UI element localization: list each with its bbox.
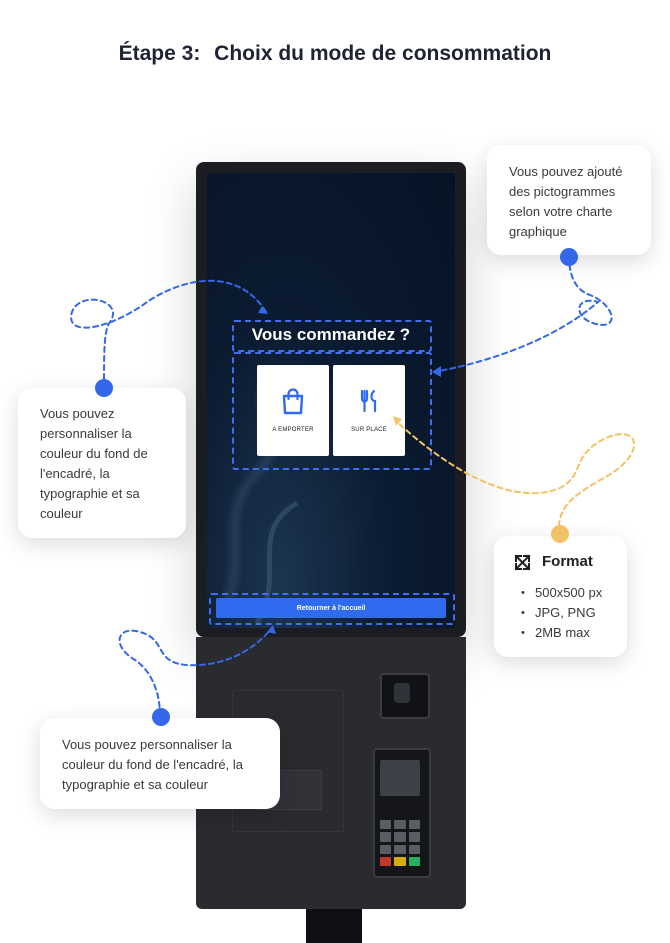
step-title: Choix du mode de consommation: [214, 42, 552, 65]
format-heading: Format: [514, 552, 593, 572]
format-title: Format: [542, 553, 593, 570]
kiosk-screen: [207, 173, 455, 628]
callout-button-text: Vous pouvez personnaliser la couleur du …: [62, 737, 243, 792]
options-frame: [232, 352, 432, 470]
option-takeaway[interactable]: A EMPORTER: [257, 365, 329, 456]
return-button-frame: [209, 593, 455, 625]
callout-background-text: Vous pouvez personnaliser la couleur du …: [40, 406, 148, 521]
callout-format-marker: [551, 525, 569, 543]
callout-format: Format 500x500 px JPG, PNG 2MB max: [494, 536, 627, 657]
format-item: JPG, PNG: [521, 603, 602, 623]
callout-background: Vous pouvez personnaliser la couleur du …: [18, 388, 186, 538]
option-takeaway-label: A EMPORTER: [272, 427, 314, 433]
format-item: 2MB max: [521, 623, 602, 643]
callout-background-marker: [95, 379, 113, 397]
scanner-lens: [394, 683, 410, 703]
page-title: Étape 3: Choix du mode de consommation: [0, 42, 670, 66]
kiosk-pole: [306, 909, 362, 943]
callout-pictograms-text: Vous pouvez ajouté des pictogrammes selo…: [509, 164, 623, 239]
heading-frame: [232, 320, 432, 352]
option-dine-in[interactable]: SUR PLACE: [333, 365, 405, 456]
shopping-bag-icon: [282, 388, 304, 415]
callout-button-marker: [152, 708, 170, 726]
screen-heading: Vous commandez ?: [251, 325, 411, 344]
terminal-display: [380, 760, 420, 796]
callout-pictograms: Vous pouvez ajouté des pictogrammes selo…: [487, 145, 651, 255]
return-home-button[interactable]: Retourner à l'accueil: [216, 598, 446, 618]
callout-pictograms-marker: [560, 248, 578, 266]
expand-arrows-icon: [514, 554, 531, 570]
callout-button: Vous pouvez personnaliser la couleur du …: [40, 718, 280, 809]
fork-knife-icon: [360, 389, 377, 413]
step-label: Étape 3:: [118, 42, 201, 65]
format-item: 500x500 px: [521, 583, 602, 603]
option-dine-in-label: SUR PLACE: [351, 427, 387, 433]
format-list: 500x500 px JPG, PNG 2MB max: [521, 583, 602, 643]
terminal-keypad: [380, 820, 420, 866]
